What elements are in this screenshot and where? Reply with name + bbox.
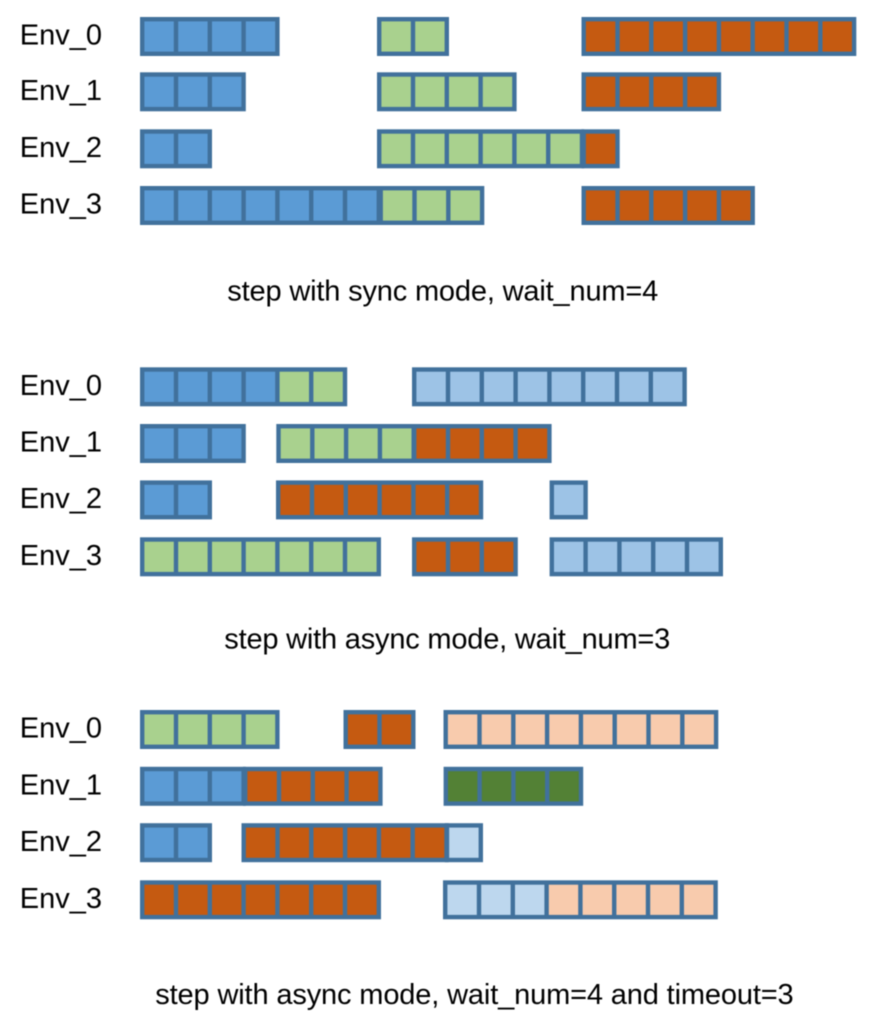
svg-text:step with async mode, wait_num: step with async mode, wait_num=4 and tim… bbox=[155, 979, 793, 1011]
svg-text:Env_3: Env_3 bbox=[20, 883, 102, 915]
svg-text:Env_0: Env_0 bbox=[20, 20, 102, 52]
svg-text:Env_1: Env_1 bbox=[20, 427, 102, 459]
svg-text:Env_1: Env_1 bbox=[20, 770, 102, 802]
svg-text:Env_2: Env_2 bbox=[20, 483, 102, 515]
svg-text:Env_3: Env_3 bbox=[20, 189, 102, 221]
svg-text:step with async mode, wait_num: step with async mode, wait_num=3 bbox=[224, 624, 670, 656]
svg-text:Env_2: Env_2 bbox=[20, 132, 102, 164]
svg-text:Env_1: Env_1 bbox=[20, 75, 102, 107]
svg-text:Env_3: Env_3 bbox=[20, 540, 102, 572]
svg-text:step with sync mode, wait_num=: step with sync mode, wait_num=4 bbox=[227, 276, 658, 308]
svg-text:Env_0: Env_0 bbox=[20, 370, 102, 402]
svg-text:Env_2: Env_2 bbox=[20, 826, 102, 858]
svg-text:Env_0: Env_0 bbox=[20, 713, 102, 745]
